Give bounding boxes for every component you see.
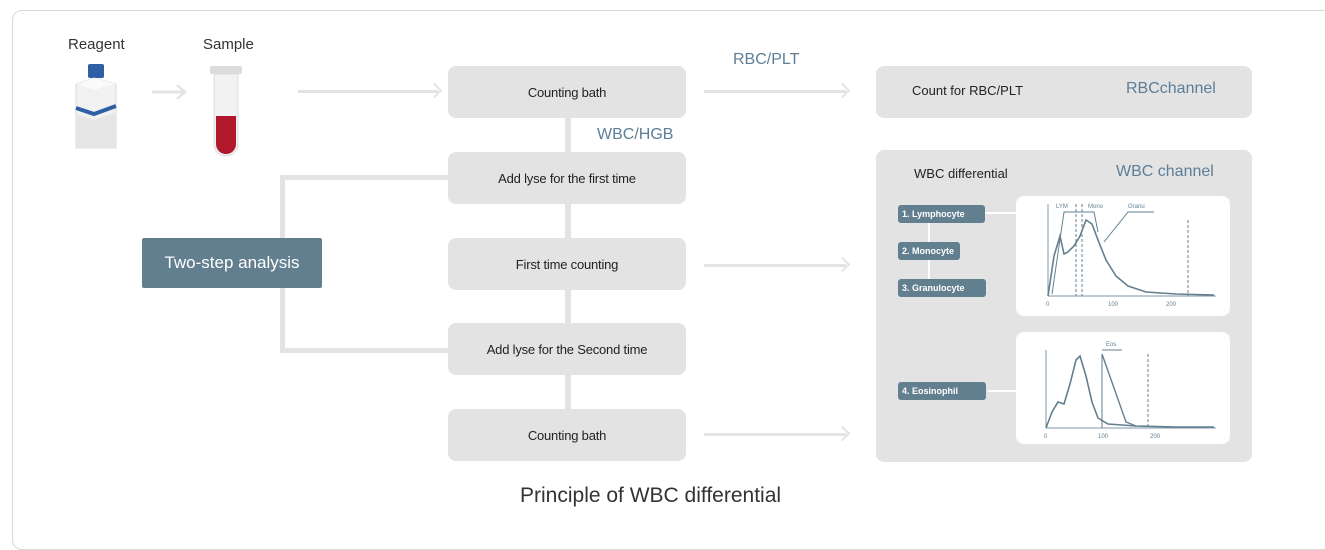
cell-badge-monocyte: 2. Monocyte (898, 242, 960, 260)
histogram-1: LYM Mono Granu 0 100 200 (1046, 204, 1216, 308)
badge-to-chart1-line (984, 212, 1018, 214)
counting-to-wbc-arrow (704, 264, 846, 267)
wbc-channel-panel: WBC differential WBC channel 1. Lymphocy… (876, 150, 1252, 462)
add-lyse-second-box: Add lyse for the Second time (448, 323, 686, 375)
wbc-hgb-label: WBC/HGB (597, 126, 674, 143)
two-step-analysis-label: Two-step analysis (142, 238, 322, 288)
bracket-bottom-line (280, 348, 448, 353)
histogram-2-tick-0: 0 (1044, 434, 1048, 440)
rbc-channel-label: RBCchannel (1126, 80, 1216, 97)
diagram-canvas: Reagent Sample Counting bath RBC/PLT WBC… (0, 0, 1325, 528)
histogram-2-tick-100: 100 (1098, 434, 1109, 440)
counting-bath-box-2: Counting bath (448, 409, 686, 461)
histogram-1-curve (1047, 218, 1215, 297)
cell-badge-eosinophil: 4. Eosinophil (898, 382, 986, 400)
cell-badge-lymphocyte: 1. Lymphocyte (898, 205, 985, 223)
bracket-top-line (280, 175, 448, 180)
histogram-2-curve (1045, 354, 1214, 429)
histogram-card-2: Eos 0 100 200 (1016, 332, 1230, 444)
histogram-1-marker-lym: LYM (1056, 204, 1068, 210)
histogram-2: Eos 0 100 200 (1044, 342, 1216, 440)
add-lyse-first-box: Add lyse for the first time (448, 152, 686, 204)
reagent-bottle-icon (75, 64, 117, 149)
sample-tube-icon (210, 66, 242, 157)
histogram-1-tick-200: 200 (1166, 302, 1177, 308)
histogram-1-marker-granu-line (1103, 211, 1154, 243)
sample-to-bath-arrow (298, 90, 438, 93)
sample-label: Sample (203, 36, 254, 53)
cell-badge-granulocyte: 3. Granulocyte (898, 279, 986, 297)
badge-to-chart2-line (988, 390, 1018, 392)
diagram-caption: Principle of WBC differential (520, 484, 782, 507)
histogram-1-marker-mono-line (1076, 211, 1099, 233)
rbc-count-text: Count for RBC/PLT (912, 83, 1024, 98)
counting-bath-box-1: Counting bath (448, 66, 686, 118)
histogram-1-tick-0: 0 (1046, 302, 1050, 308)
histogram-2-marker-eos: Eos (1106, 342, 1116, 348)
first-time-counting-box: First time counting (448, 238, 686, 290)
wbc-channel-label: WBC channel (1116, 163, 1214, 180)
histogram-card-1: LYM Mono Granu 0 100 200 (1016, 196, 1230, 316)
reagent-to-sample-arrow (152, 84, 187, 100)
histogram-2-tick-200: 200 (1150, 434, 1161, 440)
rbc-channel-panel: Count for RBC/PLT RBCchannel (876, 66, 1252, 118)
histogram-1-marker-mono: Mono (1088, 204, 1104, 210)
wbc-differential-title: WBC differential (914, 166, 1008, 181)
histogram-1-tick-100: 100 (1108, 302, 1119, 308)
bath-to-rbc-arrow (704, 90, 846, 93)
bath2-to-wbc-arrow (704, 433, 846, 436)
histogram-1-marker-lym-line (1051, 211, 1078, 295)
histogram-1-marker-granu: Granu (1128, 204, 1145, 210)
reagent-label: Reagent (68, 36, 125, 53)
rbc-plt-arrow-label: RBC/PLT (733, 51, 800, 68)
histogram-2-eos-curve (1101, 353, 1137, 427)
